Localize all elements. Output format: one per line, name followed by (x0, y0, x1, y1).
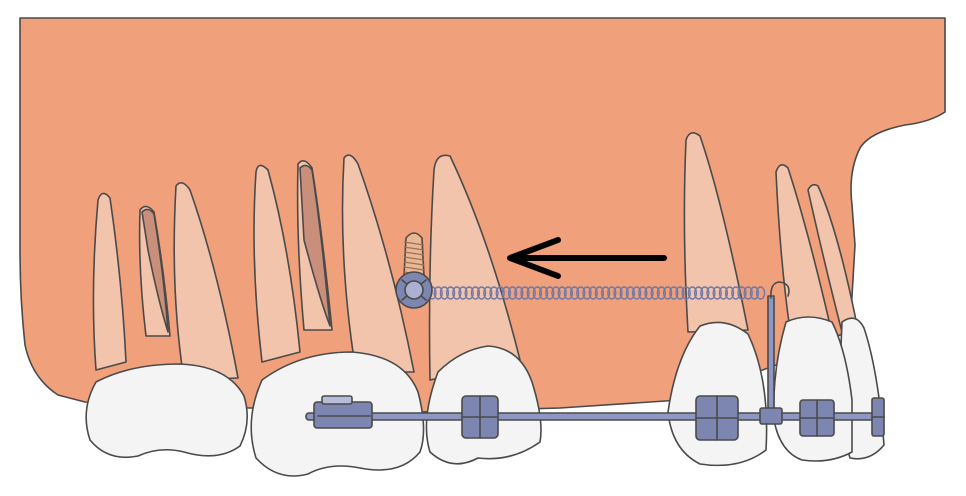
direction-arrow (507, 237, 667, 279)
spring-coil (650, 286, 660, 300)
spring-coil (743, 286, 753, 300)
spring-coil (706, 286, 716, 300)
spring-coil (569, 286, 580, 300)
molar-2-root-right (173, 182, 239, 381)
molar-tube (313, 395, 373, 429)
screw-thread (403, 261, 425, 266)
spring-coil (445, 286, 456, 300)
premolar-bracket (461, 395, 499, 439)
spring-coil (749, 286, 760, 300)
spring-coil (470, 286, 481, 300)
spring-coil (538, 286, 549, 300)
premolar-root (428, 154, 521, 381)
spring-coil (489, 286, 499, 300)
spring-coil (662, 286, 673, 300)
spring-coil (600, 286, 611, 300)
spring-coil (557, 286, 567, 300)
spring-coil (644, 286, 654, 300)
spring-coil (458, 286, 468, 300)
screw-thread (403, 266, 425, 271)
screw-thread (403, 241, 425, 246)
spring-coil (681, 286, 691, 300)
incisor-bracket (799, 399, 835, 437)
molar-2-root-left (92, 192, 127, 371)
spring-coil (476, 286, 487, 300)
screw-thread (403, 251, 425, 256)
spring-coil (545, 286, 555, 300)
spring-coil (687, 286, 698, 300)
canine-root (683, 132, 749, 333)
spring-coil (551, 286, 561, 300)
incisor-2-root (807, 183, 859, 333)
spring-coil (731, 286, 741, 300)
molar-1-root-left (253, 164, 301, 363)
incisor-edge-bracket (871, 397, 885, 437)
spring-coil (439, 286, 450, 300)
spring-coil (501, 286, 512, 300)
spring-coil (433, 286, 443, 300)
screw-thread (403, 246, 425, 251)
spring-coil (532, 286, 543, 300)
spring-coil (631, 286, 642, 300)
spring-coil (693, 286, 704, 300)
canine-bracket (695, 395, 739, 441)
spring-coil (483, 286, 493, 300)
spring-coil (507, 286, 518, 300)
molar-1-root-canal (299, 164, 331, 327)
spring-coil (619, 286, 629, 300)
power-arm-hook (759, 281, 790, 425)
spring-coil (638, 286, 648, 300)
mini-screw-implant (395, 232, 433, 309)
molar-1-root-right (341, 154, 415, 373)
spring-coil (625, 286, 636, 300)
spring-coil (526, 286, 536, 300)
spring-coil (495, 286, 505, 300)
spring-coil (700, 286, 710, 300)
spring-coil (755, 286, 766, 300)
spring-coil (594, 286, 605, 300)
spring-coil (613, 286, 623, 300)
spring-coil (724, 286, 735, 300)
spring-coil (607, 286, 617, 300)
spring-coil (514, 286, 524, 300)
screw-thread (403, 256, 425, 261)
incisor-1-crown (772, 316, 853, 462)
spring-coil (582, 286, 592, 300)
spring-coil (675, 286, 685, 300)
spring-coil (718, 286, 729, 300)
spring-coil (656, 286, 667, 300)
spring-coil (563, 286, 574, 300)
molar-2-root-canal (141, 208, 169, 333)
spring-coil (669, 286, 679, 300)
spring-coil (588, 286, 598, 300)
molar-2-crown (85, 363, 248, 459)
spring-coil (712, 286, 722, 300)
spring-coil (464, 286, 474, 300)
spring-coil (737, 286, 747, 300)
archwire (305, 412, 885, 421)
spring-coil (576, 286, 586, 300)
spring-coil (520, 286, 530, 300)
canine-crown (667, 321, 768, 467)
closed-coil-spring (427, 286, 766, 300)
spring-coil (452, 286, 462, 300)
